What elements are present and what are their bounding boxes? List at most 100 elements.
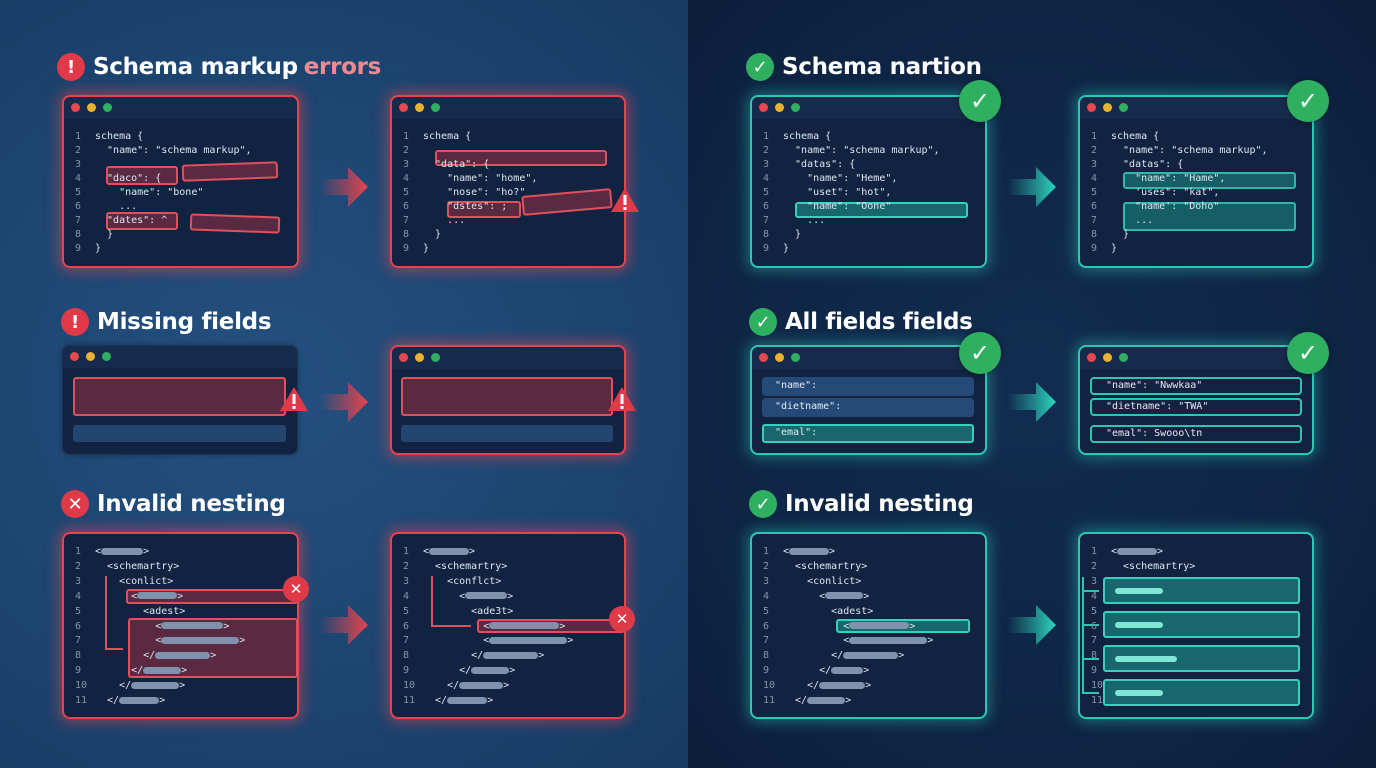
placeholder-bar bbox=[1115, 690, 1163, 696]
nesting-connector bbox=[105, 576, 123, 650]
missing-field-box bbox=[73, 377, 286, 416]
minimize-dot-icon bbox=[1103, 103, 1112, 112]
maximize-dot-icon bbox=[102, 352, 111, 361]
placeholder-bar bbox=[789, 547, 830, 555]
field-value: "name": "Nwwkaa" bbox=[1106, 380, 1203, 391]
line-number: 7 bbox=[75, 215, 82, 226]
line-number: 1 bbox=[763, 131, 770, 142]
error-highlight bbox=[189, 213, 281, 234]
line-number: 5 bbox=[763, 187, 770, 198]
code-line: <> bbox=[783, 620, 916, 632]
code-line: <> bbox=[95, 635, 246, 647]
minimize-dot-icon bbox=[1103, 353, 1112, 362]
code-line: "name": "home", bbox=[423, 173, 538, 184]
line-number: 6 bbox=[403, 201, 410, 212]
placeholder-bar bbox=[849, 636, 928, 644]
code-line: "daco": { bbox=[95, 173, 162, 184]
code-line: "name': "Doho" bbox=[1111, 201, 1220, 212]
code-line: <conflct> bbox=[423, 575, 502, 587]
x-icon: ✕ bbox=[61, 490, 89, 518]
line-number: 1 bbox=[403, 546, 410, 557]
valid-highlight bbox=[1123, 202, 1296, 231]
line-number: 8 bbox=[75, 229, 82, 240]
line-number: 9 bbox=[75, 665, 82, 677]
placeholder-bar bbox=[483, 651, 539, 659]
maximize-dot-icon bbox=[103, 103, 112, 112]
code-line: </> bbox=[783, 650, 905, 662]
code-line: "datas": { bbox=[1111, 159, 1184, 170]
line-number: 5 bbox=[763, 605, 770, 617]
field-label: "name": bbox=[775, 380, 818, 391]
title-bar bbox=[752, 347, 985, 369]
nesting-window-after: 1<>2 <schemartry>3 <conflct>4 <>5 <ade3t… bbox=[390, 532, 626, 719]
placeholder-bar bbox=[459, 681, 504, 689]
code-line: <schemartry> bbox=[423, 560, 508, 572]
line-number: 7 bbox=[403, 215, 410, 226]
empty-field-bar bbox=[73, 425, 286, 442]
x-error-icon: ✕ bbox=[283, 576, 309, 602]
line-number: 4 bbox=[403, 173, 410, 184]
error-highlight bbox=[106, 166, 178, 185]
line-number: 8 bbox=[1091, 650, 1098, 662]
minimize-dot-icon bbox=[775, 103, 784, 112]
arrow-right-icon bbox=[320, 382, 368, 422]
code-line: "data": { bbox=[423, 159, 490, 170]
placeholder-bar bbox=[807, 696, 846, 704]
line-number: 5 bbox=[1091, 187, 1098, 198]
line-number: 2 bbox=[75, 145, 82, 156]
code-line: "datas": { bbox=[783, 159, 856, 170]
line-number: 7 bbox=[1091, 215, 1098, 226]
field-value: "dietname": "TWA" bbox=[1106, 401, 1209, 412]
code-line: <schemartry> bbox=[783, 560, 868, 572]
code-line: <conlict> bbox=[783, 575, 862, 587]
code-line: } bbox=[423, 243, 430, 254]
heading-text: Invalid nesting bbox=[785, 491, 974, 517]
minimize-dot-icon bbox=[415, 103, 424, 112]
arrow-right-icon bbox=[320, 605, 368, 645]
close-dot-icon bbox=[759, 103, 768, 112]
code-line: <> bbox=[95, 590, 184, 602]
check-badge-icon: ✓ bbox=[1287, 332, 1329, 374]
line-number: 11 bbox=[763, 695, 776, 706]
close-dot-icon bbox=[1087, 353, 1096, 362]
empty-field-bar bbox=[401, 425, 613, 442]
arrow-right-icon bbox=[1008, 605, 1056, 645]
tree-branch bbox=[1083, 658, 1099, 660]
heading-text: Schema nartion bbox=[782, 54, 982, 80]
line-number: 5 bbox=[75, 187, 82, 198]
line-number: 2 bbox=[403, 145, 410, 156]
code-line: "uset": "hot", bbox=[783, 187, 892, 198]
code-line: <> bbox=[783, 635, 934, 647]
placeholder-bar bbox=[471, 666, 510, 674]
code-line: } bbox=[423, 229, 442, 240]
line-number: 2 bbox=[763, 145, 770, 156]
error-highlight bbox=[435, 150, 607, 166]
title-bar bbox=[1080, 347, 1312, 369]
line-number: 1 bbox=[403, 131, 410, 142]
line-number: 6 bbox=[1091, 201, 1098, 212]
placeholder-bar bbox=[489, 636, 568, 644]
placeholder-bar bbox=[155, 651, 211, 659]
line-number: 8 bbox=[763, 229, 770, 240]
line-number: 1 bbox=[75, 546, 82, 557]
line-number: 3 bbox=[763, 575, 770, 587]
placeholder-bar bbox=[161, 636, 240, 644]
line-number: 11 bbox=[1091, 695, 1104, 706]
arrow-right-icon bbox=[320, 167, 368, 207]
code-line: } bbox=[1111, 243, 1118, 254]
heading-all-fields: ✓ All fields fields bbox=[749, 308, 973, 336]
heading-schema-nartion: ✓ Schema nartion bbox=[746, 53, 982, 81]
warning-icon bbox=[611, 188, 639, 212]
code-line: } bbox=[1111, 229, 1130, 240]
code-line: <> bbox=[95, 620, 230, 632]
placeholder-bar bbox=[161, 622, 224, 629]
check-icon: ✓ bbox=[746, 53, 774, 81]
line-number: 8 bbox=[403, 650, 410, 662]
close-dot-icon bbox=[399, 103, 408, 112]
line-number: 4 bbox=[75, 173, 82, 184]
code-line: } bbox=[783, 243, 790, 254]
line-number: 1 bbox=[1091, 131, 1098, 142]
check-badge-icon: ✓ bbox=[959, 80, 1001, 122]
